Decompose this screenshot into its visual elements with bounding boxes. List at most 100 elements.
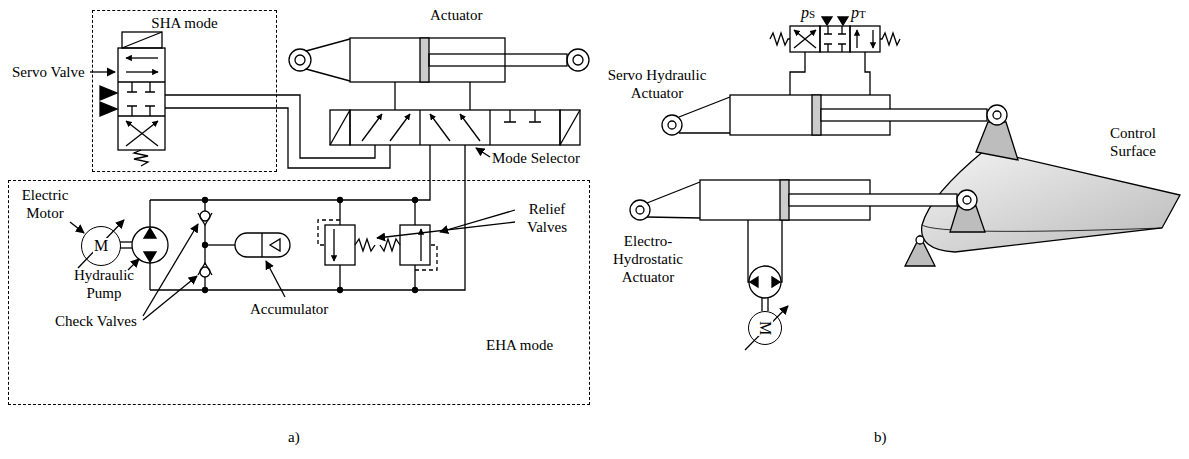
actuator-cylinder <box>789 194 957 206</box>
part-label: Actuator <box>430 6 482 24</box>
accumulator <box>270 239 280 251</box>
hydraulic-pump <box>120 247 132 248</box>
leader-line <box>70 222 84 233</box>
part-label: Accumulator <box>250 300 328 318</box>
servo-valve <box>824 26 846 52</box>
hydraulic-line <box>748 220 749 282</box>
control-surface <box>916 236 924 244</box>
actuator-cylinder <box>821 109 987 121</box>
mode-selector-valve <box>430 114 450 141</box>
hydraulic-pump <box>144 228 156 238</box>
servo-valve <box>122 32 162 48</box>
servo-valve <box>794 30 816 48</box>
servo-valve <box>872 30 873 48</box>
relief-valve <box>338 288 343 293</box>
check-valve <box>198 213 212 225</box>
mode-selector-valve <box>504 110 541 122</box>
part-label: Hydraulic Pump <box>68 266 140 302</box>
servo-valve <box>126 57 158 58</box>
relief-valve <box>415 245 437 270</box>
leader-line <box>143 224 198 316</box>
servo-valve <box>822 17 832 25</box>
part-label: Electric Motor <box>12 186 78 222</box>
actuator-cylinder <box>679 97 730 117</box>
hydraulic-line <box>165 108 390 168</box>
control-surface <box>905 236 935 266</box>
servo-valve <box>794 30 816 48</box>
motor-symbol: M <box>81 226 121 266</box>
leader-line <box>70 72 515 320</box>
servo-valve <box>122 32 162 48</box>
mode-selector-valve <box>489 110 490 145</box>
relief-valve <box>339 200 340 225</box>
part-label: Servo Valve <box>12 63 85 81</box>
actuator-cylinder <box>668 121 676 129</box>
hydraulic-line <box>150 145 465 290</box>
mode-selector-valve <box>460 114 480 141</box>
control-surface <box>976 122 1018 160</box>
relief-valve <box>339 265 340 290</box>
mode-selector-valve <box>560 110 580 145</box>
servo-valve <box>770 17 900 52</box>
actuator-cylinder <box>679 132 730 133</box>
mode-selector-valve <box>330 110 350 145</box>
relief-valve <box>413 198 418 203</box>
panel-label: b) <box>874 428 887 446</box>
relief-valve <box>333 229 334 261</box>
servo-valve <box>134 150 148 166</box>
region-title: SHA mode <box>93 14 276 32</box>
servo-valve <box>127 82 155 116</box>
check-valve <box>203 198 208 203</box>
mode-selector-valve <box>330 110 580 145</box>
leader-line <box>440 210 515 232</box>
mode-selector-valve <box>330 110 350 145</box>
servo-valve <box>126 71 158 72</box>
leader-line <box>90 71 115 72</box>
part-label: Electro-Hydrostatic Actuator <box>604 232 692 286</box>
servo-valve <box>126 121 158 146</box>
servo-valve <box>118 115 165 116</box>
servo-valve <box>100 32 165 166</box>
motor-variable-arrow <box>78 220 124 268</box>
motor-variable-arrow <box>78 220 124 268</box>
hydraulic-pump <box>772 277 780 287</box>
relief-valve <box>325 225 355 265</box>
hydraulic-pump <box>749 266 781 311</box>
panel-label: a) <box>288 428 300 446</box>
part-label: Mode Selector <box>492 149 580 167</box>
actuator-cylinder <box>420 38 429 82</box>
part-label: Check Valves <box>55 312 137 330</box>
accumulator <box>261 233 262 257</box>
actuator-cylinder <box>957 190 977 210</box>
part-label: Control Surface <box>1100 124 1166 160</box>
leader-line <box>266 261 285 297</box>
hydraulic-pump <box>149 200 150 227</box>
pressure-label: pT <box>851 3 866 22</box>
servo-valve <box>100 102 117 116</box>
motor-letter: M <box>93 238 109 254</box>
mode-selector-valve <box>362 114 382 141</box>
motor-letter: M <box>757 320 773 336</box>
accumulator <box>205 244 235 245</box>
relief-valve <box>318 220 340 245</box>
actuator-cylinder <box>812 95 821 135</box>
relief-valve <box>414 200 415 225</box>
hydraulic-line <box>790 52 805 95</box>
hydraulic-pump <box>144 252 156 262</box>
leader-line <box>143 276 197 320</box>
hydraulic-pump <box>132 227 168 263</box>
actuator-cylinder <box>987 105 1007 125</box>
actuator-cylinder <box>306 39 350 51</box>
hydraulic-line <box>165 95 375 158</box>
hydraulic-line <box>150 82 470 290</box>
part-label: Servo Hydraulic Actuator <box>598 66 716 102</box>
motor-variable-arrow <box>745 306 788 350</box>
actuator-cylinder <box>306 69 350 81</box>
actuator-cylinder <box>295 55 305 65</box>
actuator-cylinder <box>289 38 589 82</box>
servo-valve <box>126 121 158 146</box>
check-valve <box>203 288 208 293</box>
pressure-label: pS <box>801 3 815 22</box>
hydraulic-pump <box>750 277 758 287</box>
mode-selector-valve <box>350 110 560 145</box>
